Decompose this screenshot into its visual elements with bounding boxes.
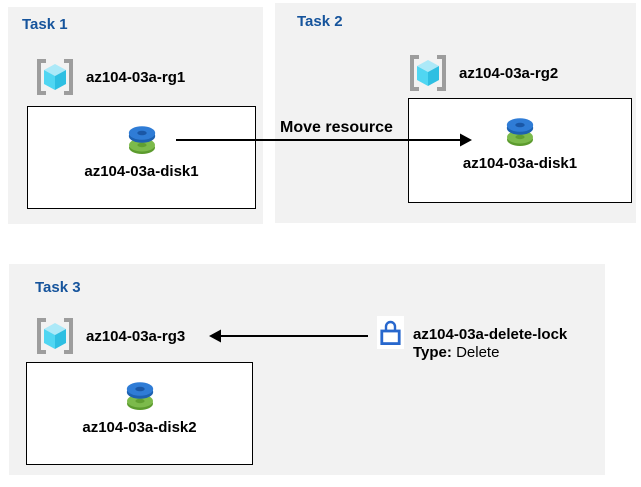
disk-icon bbox=[506, 118, 534, 146]
disk-icon bbox=[126, 382, 153, 410]
delete-lock-type: Type: Delete bbox=[413, 344, 567, 362]
delete-lock-arrow bbox=[209, 329, 368, 343]
task1-resource-group-label: az104-03a-rg1 bbox=[86, 68, 186, 86]
task3-disk-box: az104-03a-disk2 bbox=[26, 362, 253, 465]
task1-resource-group: az104-03a-rg1 bbox=[33, 57, 185, 97]
delete-lock-type-value: Delete bbox=[456, 343, 500, 361]
lock-icon-box bbox=[377, 316, 404, 349]
lock-icon bbox=[380, 320, 401, 346]
task3-title: Task 3 bbox=[35, 279, 81, 296]
resource-group-icon bbox=[37, 59, 73, 95]
task1-title: Task 1 bbox=[22, 16, 68, 33]
task3-disk-label: az104-03a-disk2 bbox=[82, 419, 197, 436]
task3-resource-group: az104-03a-rg3 bbox=[33, 316, 185, 356]
move-resource-arrow bbox=[176, 133, 472, 147]
move-resource-label: Move resource bbox=[280, 119, 393, 136]
task2-title: Task 2 bbox=[297, 13, 343, 30]
task1-panel: Task 1 az104-03a-rg1 az104-03a-disk1 bbox=[8, 7, 263, 224]
disk-icon bbox=[128, 126, 155, 154]
task2-disk-label: az104-03a-disk1 bbox=[462, 155, 578, 172]
delete-lock-text: az104-03a-delete-lock Type: Delete bbox=[413, 326, 567, 361]
task1-disk-label: az104-03a-disk1 bbox=[84, 163, 199, 180]
resource-group-icon bbox=[37, 318, 73, 354]
task3-resource-group-label: az104-03a-rg3 bbox=[86, 327, 186, 345]
delete-lock-type-label: Type: bbox=[413, 343, 452, 361]
task2-panel: Task 2 az104-03a-rg2 az104-03a-disk1 bbox=[275, 3, 636, 223]
task3-panel: Task 3 az104-03a-rg3 az104-03a-disk2 bbox=[9, 264, 605, 475]
task2-resource-group: az104-03a-rg2 bbox=[406, 53, 558, 93]
task1-disk-box: az104-03a-disk1 bbox=[27, 106, 256, 209]
task2-disk-box: az104-03a-disk1 bbox=[408, 98, 632, 203]
task2-resource-group-label: az104-03a-rg2 bbox=[459, 64, 559, 82]
resource-group-icon bbox=[410, 55, 446, 91]
delete-lock-name: az104-03a-delete-lock bbox=[413, 326, 568, 343]
